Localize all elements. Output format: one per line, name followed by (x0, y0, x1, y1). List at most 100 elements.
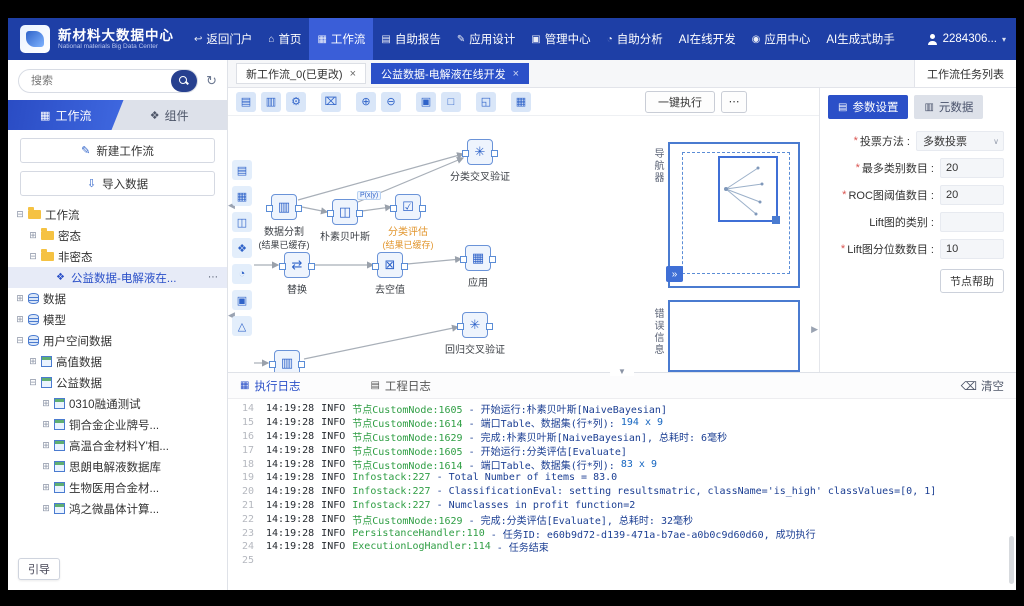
clear-log-button[interactable]: ⌫ 清空 (961, 378, 1004, 394)
minimap-resize-handle[interactable] (772, 216, 780, 224)
auto-layout-icon[interactable]: ⚙ (286, 92, 306, 112)
tab-parameter-settings[interactable]: ▤ 参数设置 (828, 95, 908, 119)
node-remove-nulls-icon[interactable]: ⊠ (377, 252, 403, 278)
node-class-eval[interactable]: ☑分类评估(结果已缓存) (363, 194, 453, 251)
tree-item[interactable]: ⊟工作流 (8, 204, 227, 225)
sidebar-tab-workflow[interactable]: ▦ 工作流 (8, 100, 124, 130)
tree-item[interactable]: ⊞0310融通测试 (8, 393, 227, 414)
tree-expander-icon[interactable]: ⊟ (14, 335, 26, 346)
more-button[interactable]: ⋯ (721, 91, 747, 113)
minimap-viewport-rect[interactable] (718, 156, 778, 222)
roc-threshold-count-input[interactable] (940, 185, 1004, 205)
expand-right-handle[interactable]: ▶ (811, 324, 818, 335)
node-remove-nulls[interactable]: ⊠去空值 (345, 252, 435, 296)
nav-item-manage-center[interactable]: ▣管理中心 (523, 18, 598, 60)
more-icon[interactable]: ⋯ (208, 272, 227, 283)
close-icon[interactable]: × (350, 68, 356, 80)
nav-item-ai-online-dev[interactable]: AI在线开发 (671, 18, 744, 60)
node-help-button[interactable]: 节点帮助 (940, 269, 1004, 293)
tab-execution-log[interactable]: ▦ 执行日志 (240, 378, 300, 394)
node-replace-icon[interactable]: ⇄ (284, 252, 310, 278)
nav-item-self-analysis[interactable]: ◔自助分析 (599, 18, 671, 60)
minimap-expand-button[interactable]: » (666, 266, 683, 282)
lift-class-input[interactable] (940, 212, 1004, 232)
vote-method-select[interactable]: 多数投票∨ (916, 131, 1004, 151)
node-partial[interactable]: ▥ (242, 350, 332, 372)
node-data-split-icon[interactable]: ▥ (271, 194, 297, 220)
nav-item-ai-assistant[interactable]: AI生成式助手 (818, 18, 902, 60)
nav-item-workflow[interactable]: ▦工作流 (309, 18, 373, 60)
tree-expander-icon[interactable]: ⊟ (14, 209, 26, 220)
user-menu[interactable]: 2284306... ▾ (921, 33, 1006, 45)
tab-project-log[interactable]: ▤ 工程日志 (370, 378, 430, 394)
save-as-icon[interactable]: ▥ (261, 92, 281, 112)
tree-expander-icon[interactable]: ⊞ (27, 230, 39, 241)
tab-public-data-workflow[interactable]: 公益数据-电解液在线开发 × (371, 63, 529, 84)
tree-item[interactable]: ⊞生物医用合金材... (8, 477, 227, 498)
tree-item[interactable]: ⊟用户空间数据 (8, 330, 227, 351)
tree-item[interactable]: ⊞铜合金企业牌号... (8, 414, 227, 435)
delete-icon[interactable]: ⌧ (321, 92, 341, 112)
tree-expander-icon[interactable]: ⊞ (40, 461, 52, 472)
new-workflow-button[interactable]: ✎ 新建工作流 (20, 138, 215, 163)
save-icon[interactable]: ▤ (236, 92, 256, 112)
palette-network-icon[interactable]: ❖ (232, 238, 252, 258)
palette-model-icon[interactable]: △ (232, 316, 252, 336)
node-class-cross-validation-icon[interactable]: ✳ (467, 139, 493, 165)
snapshot-icon[interactable]: ▦ (511, 92, 531, 112)
tree-expander-icon[interactable]: ⊟ (27, 377, 39, 388)
tree-item[interactable]: ⊞数据 (8, 288, 227, 309)
import-data-button[interactable]: ⇩ 导入数据 (20, 171, 215, 196)
palette-data-icon[interactable]: ▤ (232, 160, 252, 180)
palette-chart-icon[interactable]: ◫ (232, 212, 252, 232)
node-partial-icon[interactable]: ▥ (274, 350, 300, 372)
tree-item[interactable]: ⊞模型 (8, 309, 227, 330)
tab-new-workflow[interactable]: 新工作流_0(已更改) × (236, 63, 366, 84)
node-replace[interactable]: ⇄替换 (252, 252, 342, 296)
lift-quantile-count-input[interactable] (940, 239, 1004, 259)
tree-item[interactable]: ⊟非密态 (8, 246, 227, 267)
node-apply[interactable]: ▦应用 (433, 245, 523, 289)
tree-item[interactable]: ❖公益数据-电解液在...⋯ (8, 267, 227, 288)
node-class-cross-validation[interactable]: ✳分类交叉验证 (435, 139, 525, 183)
zoom-in-icon[interactable]: ⊕ (356, 92, 376, 112)
log-scrollbar[interactable] (1009, 536, 1014, 584)
guide-button[interactable]: 引导 (18, 558, 60, 580)
tree-expander-icon[interactable]: ⊟ (27, 251, 39, 262)
refresh-icon[interactable]: ↻ (206, 73, 217, 89)
node-regression-cross-validation[interactable]: ✳回归交叉验证 (430, 312, 520, 356)
tree-expander-icon[interactable]: ⊞ (40, 482, 52, 493)
tree-expander-icon[interactable]: ⊞ (27, 356, 39, 367)
tree-item[interactable]: ⊞鸿之微晶体计算... (8, 498, 227, 519)
tree-item[interactable]: ⊞高温合金材料Y'相... (8, 435, 227, 456)
tree-expander-icon[interactable]: ⊞ (40, 419, 52, 430)
tree-expander-icon[interactable]: ⊞ (40, 440, 52, 451)
run-all-button[interactable]: 一键执行 (645, 91, 715, 113)
nav-item-self-report[interactable]: ▤自助报告 (373, 18, 448, 60)
nav-item-app-design[interactable]: ✎应用设计 (449, 18, 523, 60)
nav-item-return-portal[interactable]: ↩返回门户 (186, 18, 260, 60)
node-regression-cross-validation-icon[interactable]: ✳ (462, 312, 488, 338)
actual-size-icon[interactable]: □ (441, 92, 461, 112)
minimap[interactable] (668, 142, 800, 288)
tree-item[interactable]: ⊞密态 (8, 225, 227, 246)
zoom-out-icon[interactable]: ⊖ (381, 92, 401, 112)
nav-item-app-center[interactable]: ◉应用中心 (744, 18, 819, 60)
tree-expander-icon[interactable]: ⊞ (14, 293, 26, 304)
palette-panel-icon[interactable]: ▣ (232, 290, 252, 310)
workflow-task-list-button[interactable]: 工作流任务列表 (914, 60, 1016, 87)
palette-pie-icon[interactable]: ◔ (232, 264, 252, 284)
tree-item[interactable]: ⊞思朗电解液数据库 (8, 456, 227, 477)
fit-view-icon[interactable]: ▣ (416, 92, 436, 112)
node-naive-bayes-icon[interactable]: ◫P(x|y) (332, 199, 358, 225)
node-apply-icon[interactable]: ▦ (465, 245, 491, 271)
search-button[interactable] (171, 70, 197, 92)
node-class-eval-icon[interactable]: ☑ (395, 194, 421, 220)
tab-metadata[interactable]: ▥ 元数据 (914, 95, 983, 119)
max-class-count-input[interactable] (940, 158, 1004, 178)
palette-grid-icon[interactable]: ▦ (232, 186, 252, 206)
workflow-canvas[interactable]: ▤▦◫❖◔▣△ ◀ ◀ ▶ 导航器 (228, 116, 819, 372)
tree-item[interactable]: ⊞高值数据 (8, 351, 227, 372)
fullscreen-icon[interactable]: ◱ (476, 92, 496, 112)
tree-expander-icon[interactable]: ⊞ (40, 398, 52, 409)
